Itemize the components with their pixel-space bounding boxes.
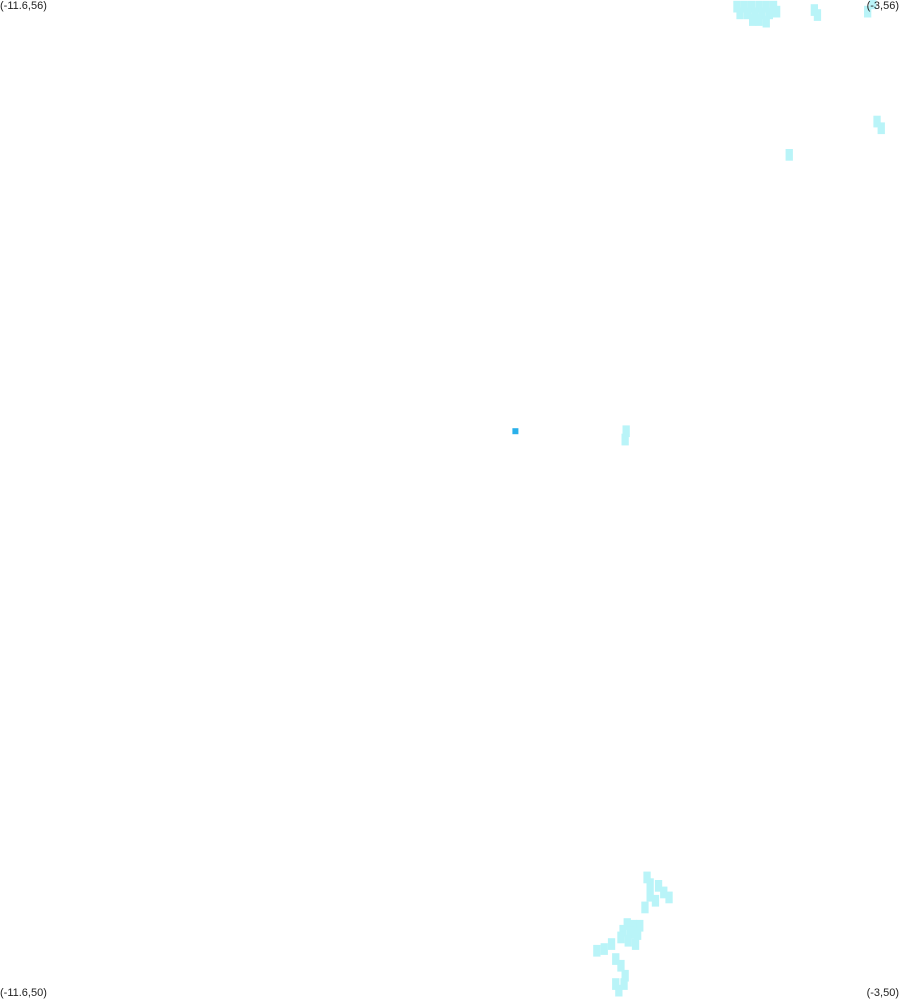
- map-cell: [646, 889, 654, 902]
- map-cell: [813, 9, 822, 21]
- map-cell: [612, 978, 620, 990]
- map-cell: [634, 928, 642, 940]
- map-cell: [617, 931, 625, 944]
- corner-coordinate-bottom-left: (-11.6,50): [0, 987, 47, 999]
- map-cell: [617, 959, 625, 972]
- map-cell: [631, 938, 640, 950]
- map-cell: [636, 919, 644, 932]
- map-cell: [621, 433, 629, 446]
- corner-coordinate-top-left: (-11.6,56): [0, 0, 47, 12]
- corner-coordinate-top-right: (-3,56): [866, 0, 899, 12]
- map-cell: [620, 978, 628, 990]
- map-cell: [736, 7, 744, 20]
- map-cell: [743, 7, 752, 20]
- map-cell: [619, 924, 627, 937]
- map-cell: [747, 0, 756, 13]
- map-cell: [749, 14, 757, 26]
- highlight-point: [512, 428, 519, 435]
- map-cell: [612, 953, 620, 965]
- map-cell: [621, 969, 629, 982]
- map-cell: [873, 115, 881, 128]
- map-cell: [646, 878, 654, 890]
- map-cell: [751, 7, 759, 20]
- map-cell: [740, 0, 748, 13]
- map-cell: [877, 122, 885, 135]
- map-cell: [623, 918, 631, 930]
- map-cell: [869, 0, 877, 10]
- map-cell: [615, 984, 623, 997]
- map-cell: [624, 934, 632, 947]
- map-cell: [593, 944, 601, 957]
- map-cell: [622, 425, 630, 438]
- corner-coordinate-bottom-right: (-3,50): [866, 987, 899, 999]
- map-cell: [654, 880, 663, 892]
- map-cell: [762, 0, 770, 13]
- map-cell: [765, 7, 773, 20]
- map-cell: [755, 14, 763, 26]
- map-cell: [660, 886, 668, 899]
- map-cell: [665, 891, 673, 904]
- map-cell: [641, 901, 649, 914]
- map-cell: [651, 894, 660, 907]
- map-cell: [600, 943, 608, 955]
- map-cell: [643, 871, 651, 884]
- map-cell: [785, 149, 793, 161]
- map-cell: [864, 5, 872, 18]
- map-cell: [762, 15, 770, 28]
- map-cell: [626, 926, 634, 939]
- map-cell: [607, 938, 616, 950]
- map-cell: [755, 0, 763, 13]
- map-cell: [758, 7, 766, 20]
- map-cell: [773, 5, 781, 18]
- map-cell: [629, 919, 638, 932]
- map-cell: [733, 0, 741, 13]
